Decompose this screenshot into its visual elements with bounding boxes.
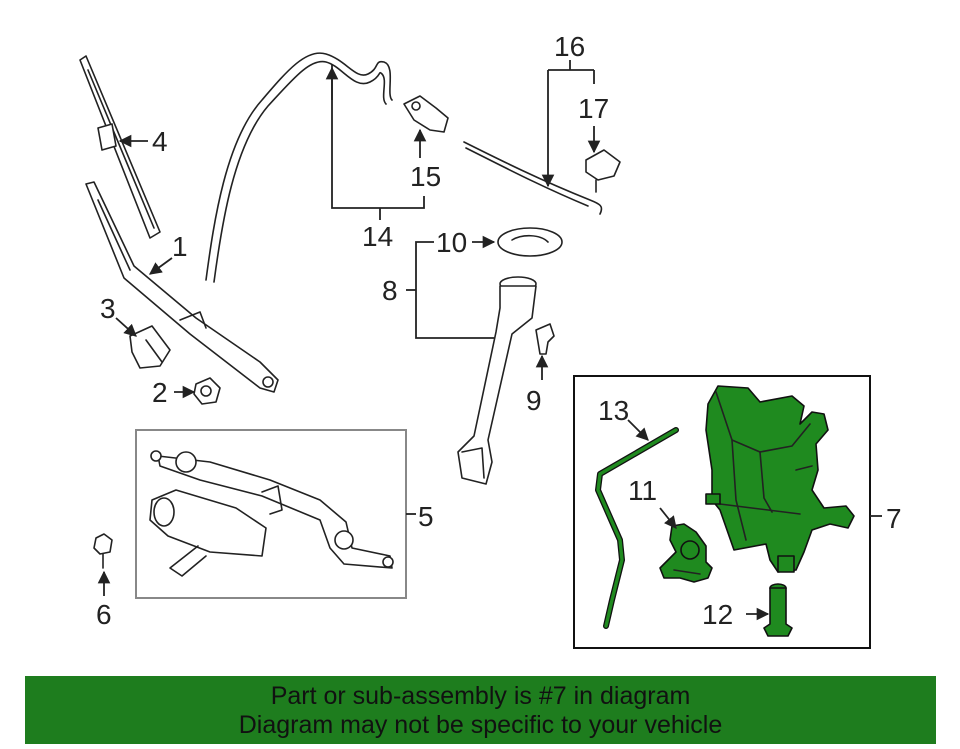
leader-1 bbox=[148, 257, 173, 275]
leader-13 bbox=[627, 419, 649, 441]
leader-3 bbox=[115, 317, 137, 337]
callout-11: 11 bbox=[628, 475, 657, 506]
callout-5: 5 bbox=[418, 501, 434, 532]
washer-hose bbox=[205, 52, 393, 283]
parts-diagram: 4 1 3 2 15 14 bbox=[79, 31, 902, 649]
callout-10: 10 bbox=[436, 227, 467, 258]
reservoir-assembly-box bbox=[573, 375, 871, 649]
mounting-bolt bbox=[93, 533, 113, 569]
wiper-arm bbox=[85, 181, 279, 393]
callout-15: 15 bbox=[410, 161, 441, 192]
callout-2: 2 bbox=[152, 377, 168, 408]
washer-reservoir[interactable] bbox=[705, 385, 855, 573]
callout-9: 9 bbox=[526, 385, 542, 416]
callout-17: 17 bbox=[578, 93, 609, 124]
hose-connector bbox=[403, 95, 449, 133]
callout-6: 6 bbox=[96, 599, 112, 630]
reservoir-cap bbox=[497, 227, 563, 257]
filler-neck bbox=[457, 276, 537, 485]
callout-13: 13 bbox=[598, 395, 629, 426]
retaining-clip bbox=[535, 323, 555, 355]
washer-nozzle bbox=[585, 149, 621, 193]
leader-11 bbox=[659, 507, 677, 529]
pivot-cap bbox=[129, 325, 171, 369]
banner-line-2: Diagram may not be specific to your vehi… bbox=[238, 711, 723, 739]
pivot-nut bbox=[193, 377, 221, 405]
reservoir-hose[interactable] bbox=[595, 427, 679, 629]
washer-pump[interactable] bbox=[659, 523, 713, 583]
banner-line-1: Part or sub-assembly is #7 in diagram bbox=[270, 682, 691, 710]
callout-12: 12 bbox=[702, 599, 733, 630]
callout-14: 14 bbox=[362, 221, 393, 252]
callout-7: 7 bbox=[886, 503, 902, 534]
nozzle-hose bbox=[463, 141, 603, 215]
pump-grommet[interactable] bbox=[763, 583, 793, 637]
callout-8: 8 bbox=[382, 275, 398, 306]
callout-4: 4 bbox=[152, 126, 168, 157]
callout-16: 16 bbox=[554, 31, 585, 62]
motor-linkage bbox=[149, 450, 394, 577]
callout-1: 1 bbox=[172, 231, 188, 262]
bracket-14 bbox=[331, 64, 425, 209]
wiper-blade bbox=[79, 55, 161, 239]
notice-banner: Part or sub-assembly is #7 in diagram Di… bbox=[25, 676, 936, 744]
callout-3: 3 bbox=[100, 293, 116, 324]
